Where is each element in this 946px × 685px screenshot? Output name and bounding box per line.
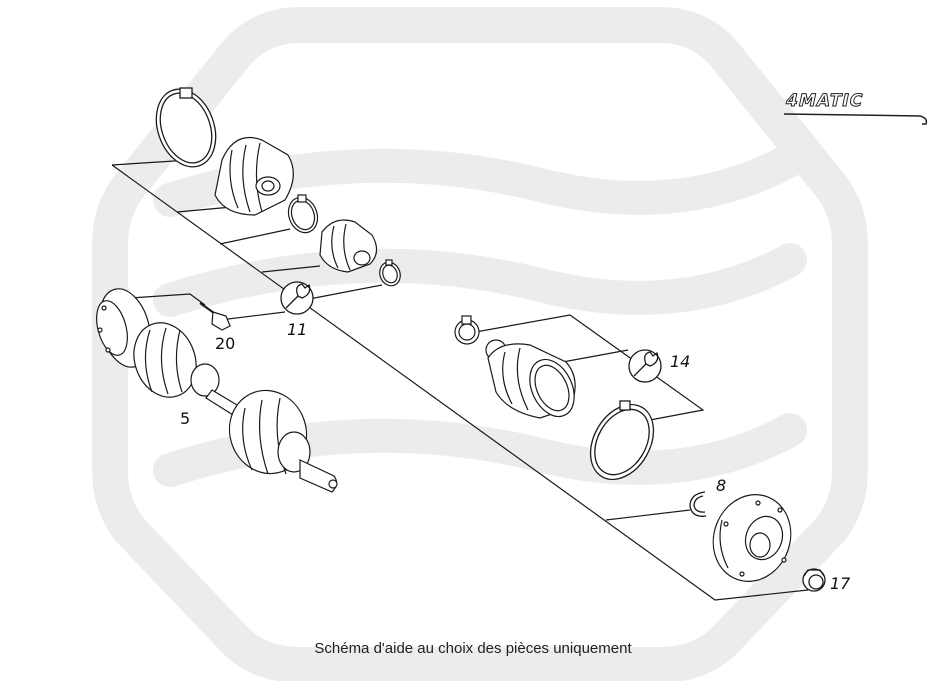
brand-logo: 4MATIC [783, 91, 866, 112]
diagram-caption: Schéma d'aide au choix des pièces unique… [314, 640, 632, 657]
part-label-5[interactable]: 5 [180, 409, 191, 428]
cv-boot-inner-top [319, 219, 378, 273]
bolt-part [199, 302, 231, 331]
collar-nut-part [802, 568, 826, 592]
boot-clamp-large-middle [589, 400, 655, 481]
wrench-icon [628, 349, 662, 383]
drive-shaft-assembly [96, 288, 338, 493]
boot-clamp-small-top [287, 194, 319, 234]
wrench-icon [280, 281, 314, 315]
watermark-hexagon [92, 7, 868, 683]
boot-clamp-small-middle [454, 315, 480, 345]
boot-clamp-tiny-top [379, 259, 401, 287]
circlip-part [689, 491, 707, 517]
brand-logo-underline [783, 113, 928, 125]
wheel-hub-flange [712, 494, 792, 582]
part-label-8[interactable]: 8 [716, 476, 727, 495]
part-label-11[interactable]: 11 [287, 320, 308, 339]
part-label-14[interactable]: 14 [670, 352, 691, 371]
cv-boot-outer-top [214, 136, 294, 216]
boot-clamp-large-top [155, 87, 217, 168]
part-label-17[interactable]: 17 [830, 574, 851, 593]
cv-boot-middle [485, 339, 576, 419]
part-label-20[interactable]: 20 [215, 334, 236, 353]
